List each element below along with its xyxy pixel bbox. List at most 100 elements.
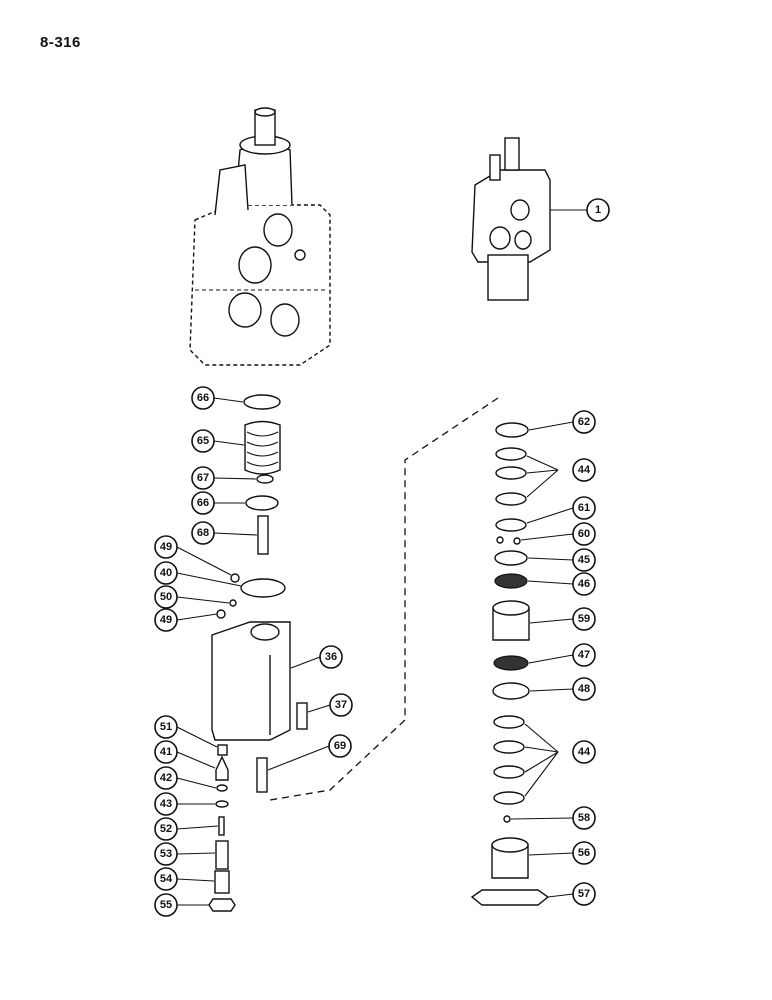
callout-66-lower: 66 [191, 491, 215, 515]
svg-text:41: 41 [160, 746, 172, 758]
callout-45: 45 [572, 548, 596, 572]
svg-text:49: 49 [160, 614, 172, 626]
assembly-connection-line [269, 397, 499, 801]
valve-section-assembly-large [189, 107, 331, 366]
svg-text:44: 44 [578, 746, 591, 758]
part-54 [214, 870, 230, 894]
valve-section-assembly-small: 1 [471, 137, 610, 301]
callout-47: 47 [572, 643, 596, 667]
svg-text:1: 1 [595, 204, 601, 216]
svg-text:61: 61 [578, 502, 590, 514]
svg-text:42: 42 [160, 772, 172, 784]
callout-56: 56 [572, 841, 596, 865]
callout-37: 37 [329, 693, 353, 717]
svg-text:59: 59 [578, 613, 590, 625]
svg-text:51: 51 [160, 721, 172, 733]
callout-68: 68 [191, 521, 215, 545]
svg-text:62: 62 [578, 416, 590, 428]
svg-text:68: 68 [197, 527, 209, 539]
part-55-nut [208, 898, 236, 912]
callout-62: 62 [572, 410, 596, 434]
svg-text:55: 55 [160, 899, 172, 911]
callout-61: 61 [572, 496, 596, 520]
callout-48: 48 [572, 677, 596, 701]
svg-text:53: 53 [160, 848, 172, 860]
callout-55: 55 [154, 893, 178, 917]
svg-text:66: 66 [197, 497, 209, 509]
svg-text:48: 48 [578, 683, 590, 695]
svg-text:37: 37 [335, 699, 347, 711]
svg-text:65: 65 [197, 435, 209, 447]
svg-text:40: 40 [160, 567, 172, 579]
callout-40: 40 [154, 561, 178, 585]
svg-text:50: 50 [160, 591, 172, 603]
callout-41: 41 [154, 740, 178, 764]
part-42 [216, 784, 228, 792]
svg-text:69: 69 [334, 740, 346, 752]
part-57-nut [470, 889, 550, 906]
part-41 [215, 755, 229, 781]
callout-69: 69 [328, 734, 352, 758]
callout-66-upper: 66 [191, 386, 215, 410]
leader-lines [176, 397, 574, 906]
svg-text:66: 66 [197, 392, 209, 404]
svg-text:47: 47 [578, 649, 590, 661]
right-parts-column [470, 422, 550, 906]
callout-49-lower: 49 [154, 608, 178, 632]
svg-text:60: 60 [578, 528, 590, 540]
callout-65: 65 [191, 429, 215, 453]
svg-text:54: 54 [160, 873, 173, 885]
svg-text:36: 36 [325, 651, 337, 663]
part-62 [495, 422, 529, 438]
part-37 [296, 702, 308, 730]
svg-text:52: 52 [160, 823, 172, 835]
callout-44-lower: 44 [572, 740, 596, 764]
svg-text:67: 67 [197, 472, 209, 484]
part-68 [257, 515, 269, 555]
part-52 [218, 816, 225, 836]
part-49-lower [216, 609, 226, 619]
part-51 [217, 744, 228, 756]
part-69 [256, 757, 268, 793]
part-46 [494, 573, 528, 589]
callout-59: 59 [572, 607, 596, 631]
part-49-upper [230, 573, 240, 583]
svg-text:46: 46 [578, 578, 590, 590]
svg-text:43: 43 [160, 798, 172, 810]
callout-57: 57 [572, 882, 596, 906]
part-61 [495, 518, 527, 532]
callout-58: 58 [572, 806, 596, 830]
svg-text:58: 58 [578, 812, 590, 824]
part-47 [493, 655, 529, 671]
part-45 [494, 550, 528, 566]
callout-42: 42 [154, 766, 178, 790]
svg-text:45: 45 [578, 554, 590, 566]
callout-51: 51 [154, 715, 178, 739]
part-66-upper [243, 394, 281, 410]
part-58 [503, 815, 511, 823]
part-36-housing [211, 621, 291, 741]
callout-43: 43 [154, 792, 178, 816]
svg-text:56: 56 [578, 847, 590, 859]
callout-67: 67 [191, 466, 215, 490]
svg-text:44: 44 [578, 464, 591, 476]
part-50 [229, 599, 237, 607]
callout-1: 1 [586, 198, 610, 222]
callout-46: 46 [572, 572, 596, 596]
callout-54: 54 [154, 867, 178, 891]
svg-text:57: 57 [578, 888, 590, 900]
part-60 [496, 536, 504, 544]
page-number: 8-316 [40, 34, 81, 51]
callout-50: 50 [154, 585, 178, 609]
left-parts-column [208, 394, 308, 912]
svg-text:49: 49 [160, 541, 172, 553]
part-48 [492, 682, 530, 700]
callout-36: 36 [319, 645, 343, 669]
part-66-lower [245, 495, 279, 511]
callout-49-upper: 49 [154, 535, 178, 559]
callout-44-upper: 44 [572, 458, 596, 482]
part-67 [256, 474, 274, 484]
part-40-oring [240, 578, 286, 598]
callout-60: 60 [572, 522, 596, 546]
